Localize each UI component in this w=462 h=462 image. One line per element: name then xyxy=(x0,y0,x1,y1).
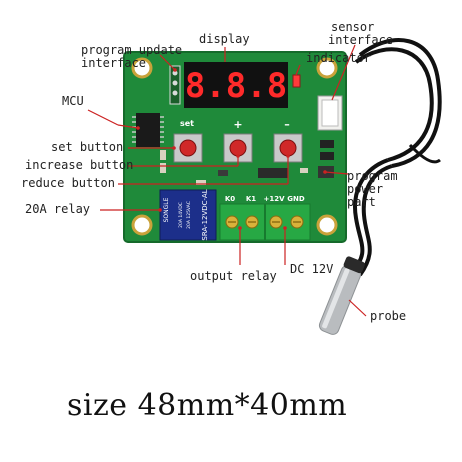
terminal-block xyxy=(219,203,311,241)
label-reduce-button: reduce button xyxy=(21,176,115,190)
label-mcu: MCU xyxy=(62,94,84,108)
terminal-k1: K1 xyxy=(246,195,256,203)
mcu-chip xyxy=(132,113,164,147)
terminal-12v: +12V xyxy=(263,195,285,203)
annotation-lines xyxy=(87,44,367,317)
label-sensor: sensor xyxy=(331,20,374,34)
relay-20a: SONGLE 20A 14VDC 20A 125VAC SRA-12VDC-AL xyxy=(159,189,217,241)
label-program-update-interface: interface xyxy=(81,56,146,70)
label-power: power xyxy=(347,182,383,196)
indicator-led xyxy=(292,74,301,88)
relay-rating-2: 20A 125VAC xyxy=(186,201,192,229)
label-increase-button: increase button xyxy=(25,158,133,172)
relay-model: SRA-12VDC-AL xyxy=(201,189,209,240)
label-dc-12v: DC 12V xyxy=(290,262,333,276)
btn-minus-legend: – xyxy=(284,118,290,131)
size-caption: size 48mm*40mm xyxy=(67,388,347,423)
btn-plus-legend: + xyxy=(233,118,242,131)
terminal-k0: K0 xyxy=(225,195,235,203)
program-header xyxy=(169,65,181,105)
label-indicator: indicator xyxy=(306,51,371,65)
probe-tube xyxy=(318,256,365,335)
annotation-dots xyxy=(136,68,327,230)
terminal-gnd: GND xyxy=(287,195,305,203)
label-program-update: program update xyxy=(81,43,182,57)
label-display: display xyxy=(199,32,250,46)
btn-set-legend: set xyxy=(180,119,194,128)
relay-rating-1: 20A 14VDC xyxy=(178,202,184,228)
display-digits: 8.8.8 xyxy=(185,66,287,106)
label-probe: probe xyxy=(370,309,406,323)
label-output-relay: output relay xyxy=(190,269,277,283)
probe-cable xyxy=(350,38,442,277)
sensor-connector xyxy=(317,95,343,131)
label-program: program xyxy=(347,169,398,183)
seven-segment-display: 8.8.8 xyxy=(184,62,288,108)
set-tactile-button[interactable] xyxy=(173,133,203,163)
label-sensor-interface: interface xyxy=(328,33,393,47)
label-set-button: set button xyxy=(51,140,123,154)
label-20a-relay: 20A relay xyxy=(25,202,90,216)
label-part: part xyxy=(347,195,376,209)
relay-brand: SONGLE xyxy=(163,197,170,222)
